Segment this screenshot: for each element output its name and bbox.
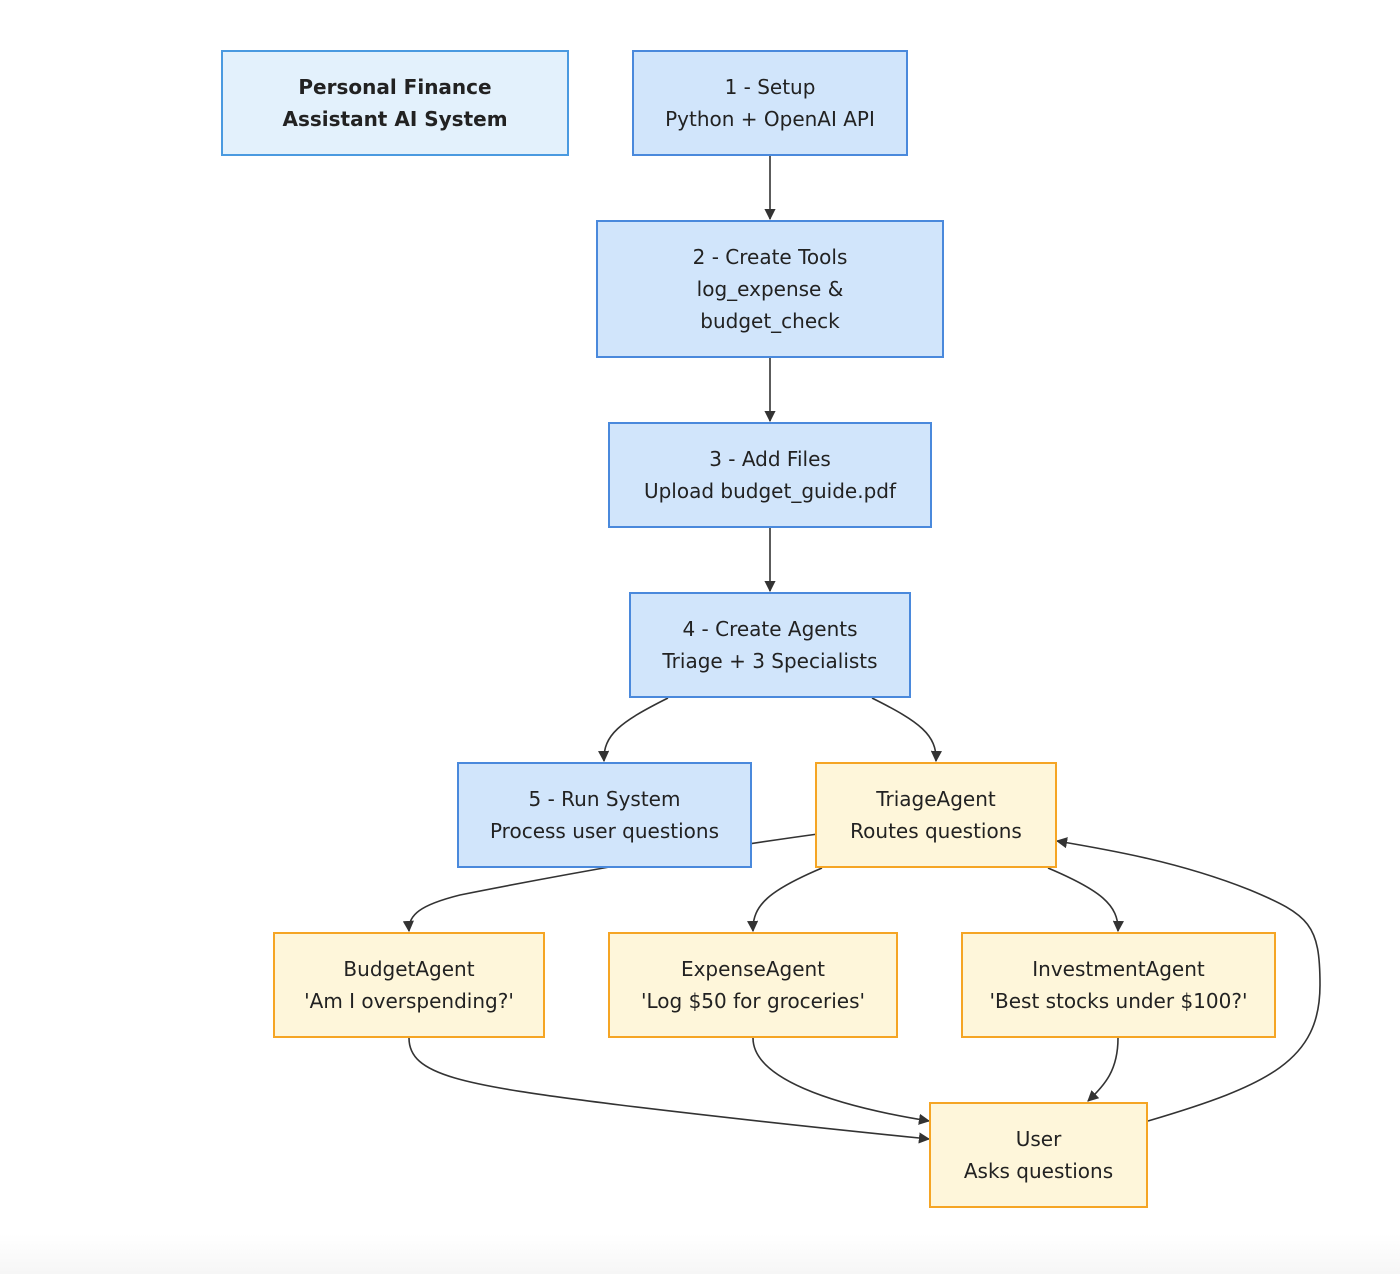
setup-node-line2: Python + OpenAI API	[665, 107, 875, 131]
triage-agent-node: TriageAgent Routes questions	[815, 762, 1057, 868]
user-node: User Asks questions	[929, 1102, 1148, 1208]
run-system-node: 5 - Run System Process user questions	[457, 762, 752, 868]
edge-user-to-triage	[1055, 837, 1321, 1122]
edge-investment-to-user	[1087, 1037, 1119, 1102]
create-tools-node-line1: 2 - Create Tools	[692, 245, 848, 269]
create-tools-node: 2 - Create Tools log_expense & budget_ch…	[596, 220, 944, 358]
investment-agent-node: InvestmentAgent 'Best stocks under $100?…	[961, 932, 1276, 1038]
create-tools-node-line2: log_expense &	[696, 277, 844, 301]
setup-node-line1: 1 - Setup	[724, 75, 816, 99]
investment-agent-node-line2: 'Best stocks under $100?'	[989, 989, 1248, 1013]
run-system-node-line2: Process user questions	[489, 819, 720, 843]
bottom-fade	[0, 1234, 1400, 1274]
title-node-line1: Personal Finance	[298, 75, 492, 99]
triage-agent-node-line1: TriageAgent	[876, 787, 996, 811]
expense-agent-node-line2: 'Log $50 for groceries'	[641, 989, 865, 1013]
edge-triage-to-investment	[1047, 867, 1124, 933]
investment-agent-node-line1: InvestmentAgent	[1032, 957, 1205, 981]
edge-agents-to-run	[598, 697, 669, 763]
triage-agent-node-line2: Routes questions	[850, 819, 1022, 843]
title-node: Personal Finance Assistant AI System	[221, 50, 569, 156]
add-files-node-line2: Upload budget_guide.pdf	[643, 479, 897, 503]
edge-budget-to-user	[408, 1037, 931, 1144]
create-agents-node-line2: Triage + 3 Specialists	[662, 649, 878, 673]
budget-agent-node-line2: 'Am I overspending?'	[304, 989, 514, 1013]
add-files-node: 3 - Add Files Upload budget_guide.pdf	[608, 422, 932, 528]
run-system-node-line1: 5 - Run System	[528, 787, 681, 811]
user-node-line1: User	[1015, 1127, 1062, 1151]
expense-agent-node-line1: ExpenseAgent	[680, 957, 826, 981]
add-files-node-line1: 3 - Add Files	[709, 447, 831, 471]
user-node-line2: Asks questions	[963, 1159, 1114, 1183]
setup-node: 1 - Setup Python + OpenAI API	[632, 50, 908, 156]
budget-agent-node-line1: BudgetAgent	[343, 957, 475, 981]
expense-agent-node: ExpenseAgent 'Log $50 for groceries'	[608, 932, 898, 1038]
create-tools-node-line3: budget_check	[700, 309, 840, 333]
create-agents-node-line1: 4 - Create Agents	[682, 617, 858, 641]
create-agents-node: 4 - Create Agents Triage + 3 Specialists	[629, 592, 911, 698]
title-node-line2: Assistant AI System	[282, 107, 508, 131]
budget-agent-node: BudgetAgent 'Am I overspending?'	[273, 932, 545, 1038]
edge-agents-to-triage	[871, 697, 942, 763]
edge-triage-to-expense	[747, 867, 823, 933]
edge-expense-to-user	[752, 1037, 931, 1125]
